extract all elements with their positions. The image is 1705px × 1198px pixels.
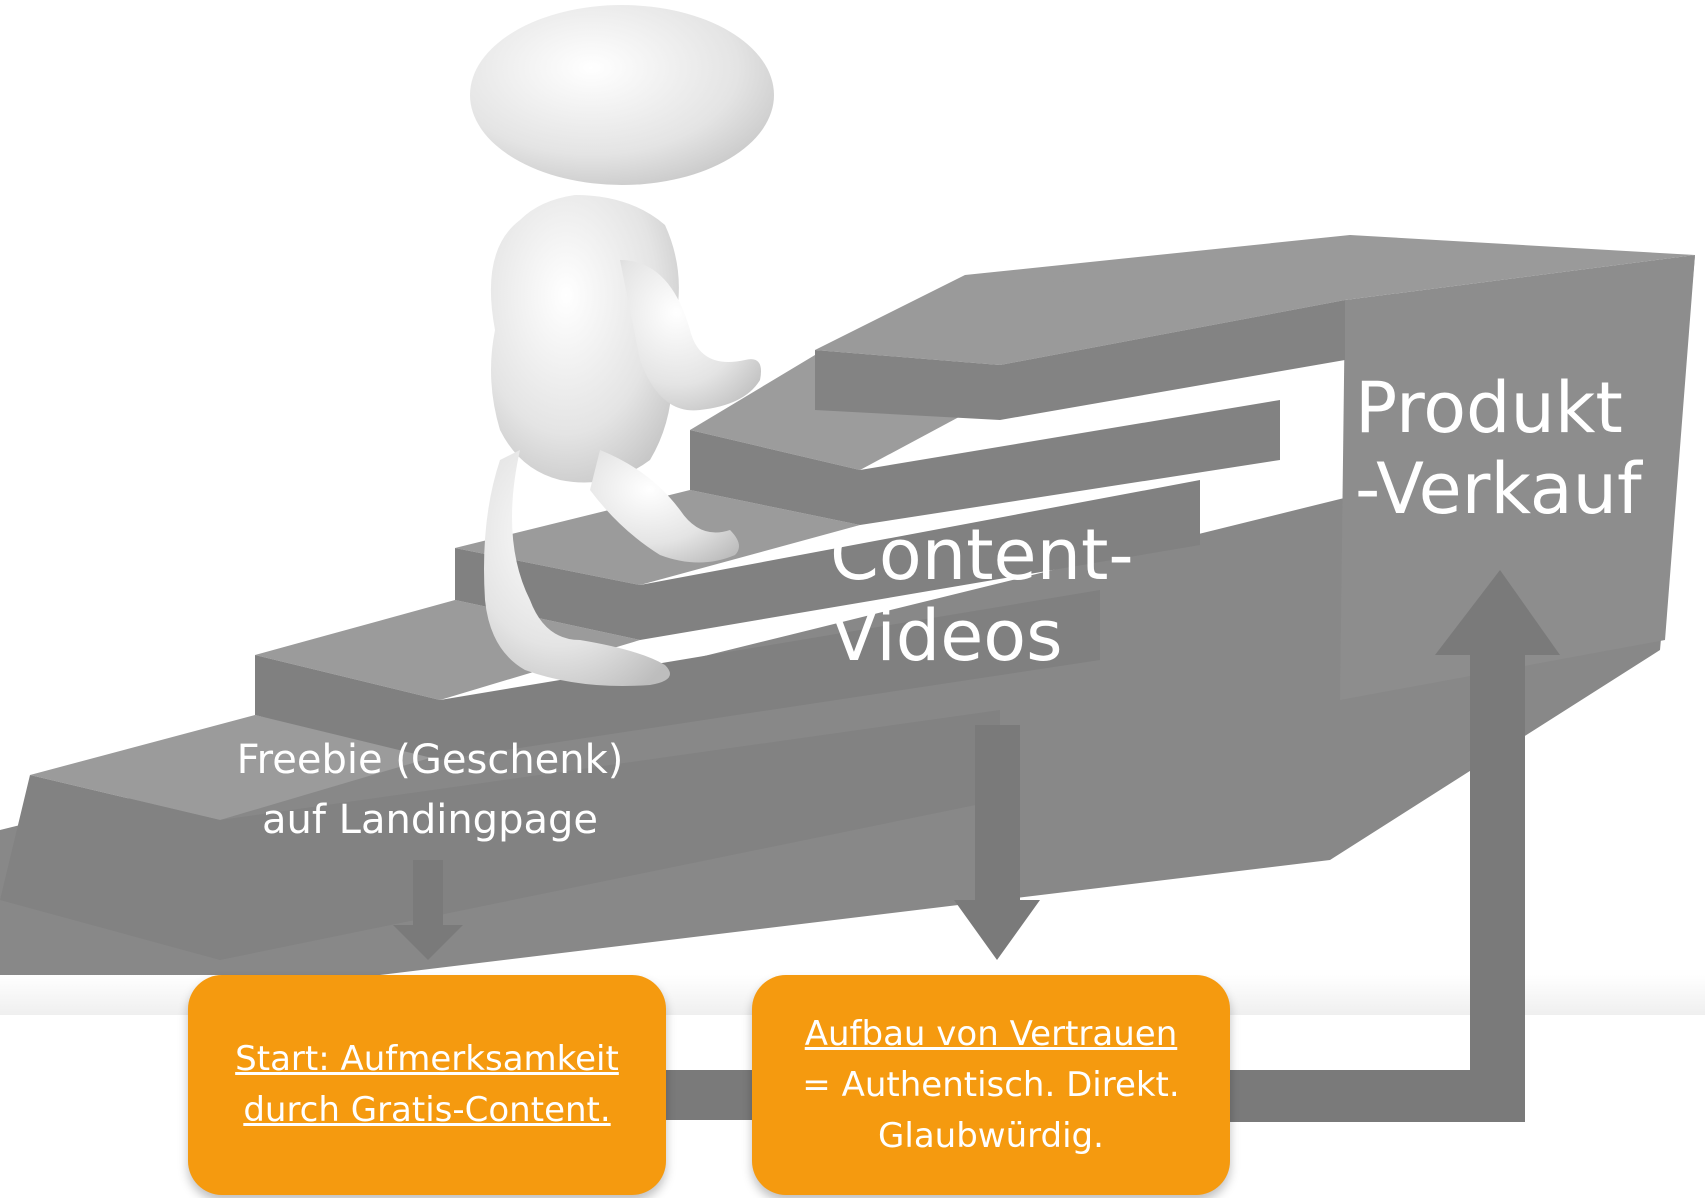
staircase xyxy=(0,235,1695,975)
top-block-side xyxy=(1340,255,1695,700)
produkt-line-2: -Verkauf xyxy=(1355,448,1642,531)
produkt-line-1: Produkt xyxy=(1355,367,1623,449)
arrow-down-freebie xyxy=(393,860,463,960)
3d-person-figure-icon xyxy=(470,5,774,686)
step-5-tread xyxy=(815,275,1345,365)
step-3-riser xyxy=(455,480,1200,640)
arrow-up-produkt xyxy=(1230,570,1560,1122)
step-5-riser xyxy=(815,300,1345,420)
step-label-content: Content- Videos xyxy=(830,514,1230,678)
box-vertrauen: Aufbau von Vertrauen = Authentisch. Dire… xyxy=(752,975,1230,1195)
flow-arrows xyxy=(393,570,1560,1122)
box-start: Start: Aufmerksamkeit durch Gratis-Conte… xyxy=(188,975,666,1195)
vertrauen-line-1[interactable]: Aufbau von Vertrauen xyxy=(804,1013,1178,1054)
step-1-riser xyxy=(0,710,1000,960)
connector-start-vertrauen xyxy=(666,1070,752,1120)
step-label-produkt: Produkt -Verkauf xyxy=(1355,367,1675,531)
freebie-line-2: auf Landingpage xyxy=(262,797,598,843)
step-2-riser xyxy=(255,590,1100,760)
content-line-1: Content- xyxy=(830,514,1134,596)
vertrauen-line-3: Glaubwürdig. xyxy=(878,1115,1104,1156)
freebie-line-1: Freebie (Geschenk) xyxy=(236,737,624,783)
step-4-riser xyxy=(690,400,1280,525)
vertrauen-line-2: = Authentisch. Direkt. xyxy=(802,1064,1180,1105)
arrow-down-content xyxy=(954,725,1040,960)
step-label-freebie: Freebie (Geschenk) auf Landingpage xyxy=(200,730,660,850)
content-line-2: Videos xyxy=(830,595,1063,678)
step-1-tread xyxy=(30,715,440,820)
start-line-1[interactable]: Start: Aufmerksamkeit xyxy=(235,1039,619,1079)
start-line-2[interactable]: durch Gratis-Content. xyxy=(243,1090,611,1130)
